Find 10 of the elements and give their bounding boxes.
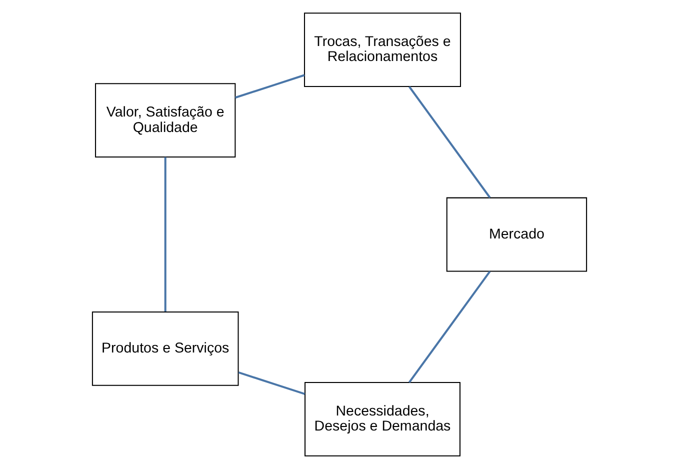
node-box: Necessidades, Desejos e Demandas — [304, 382, 460, 456]
connector — [234, 74, 304, 98]
connector — [408, 270, 490, 382]
node-box: Mercado — [446, 196, 587, 272]
node-box: Valor, Satisfação e Qualidade — [94, 82, 236, 158]
connector — [164, 156, 166, 311]
node-box: Produtos e Serviços — [91, 310, 238, 386]
connector — [238, 371, 305, 394]
node-box: Trocas, Transações e Relacionamentos — [304, 12, 460, 86]
connector — [408, 86, 490, 198]
